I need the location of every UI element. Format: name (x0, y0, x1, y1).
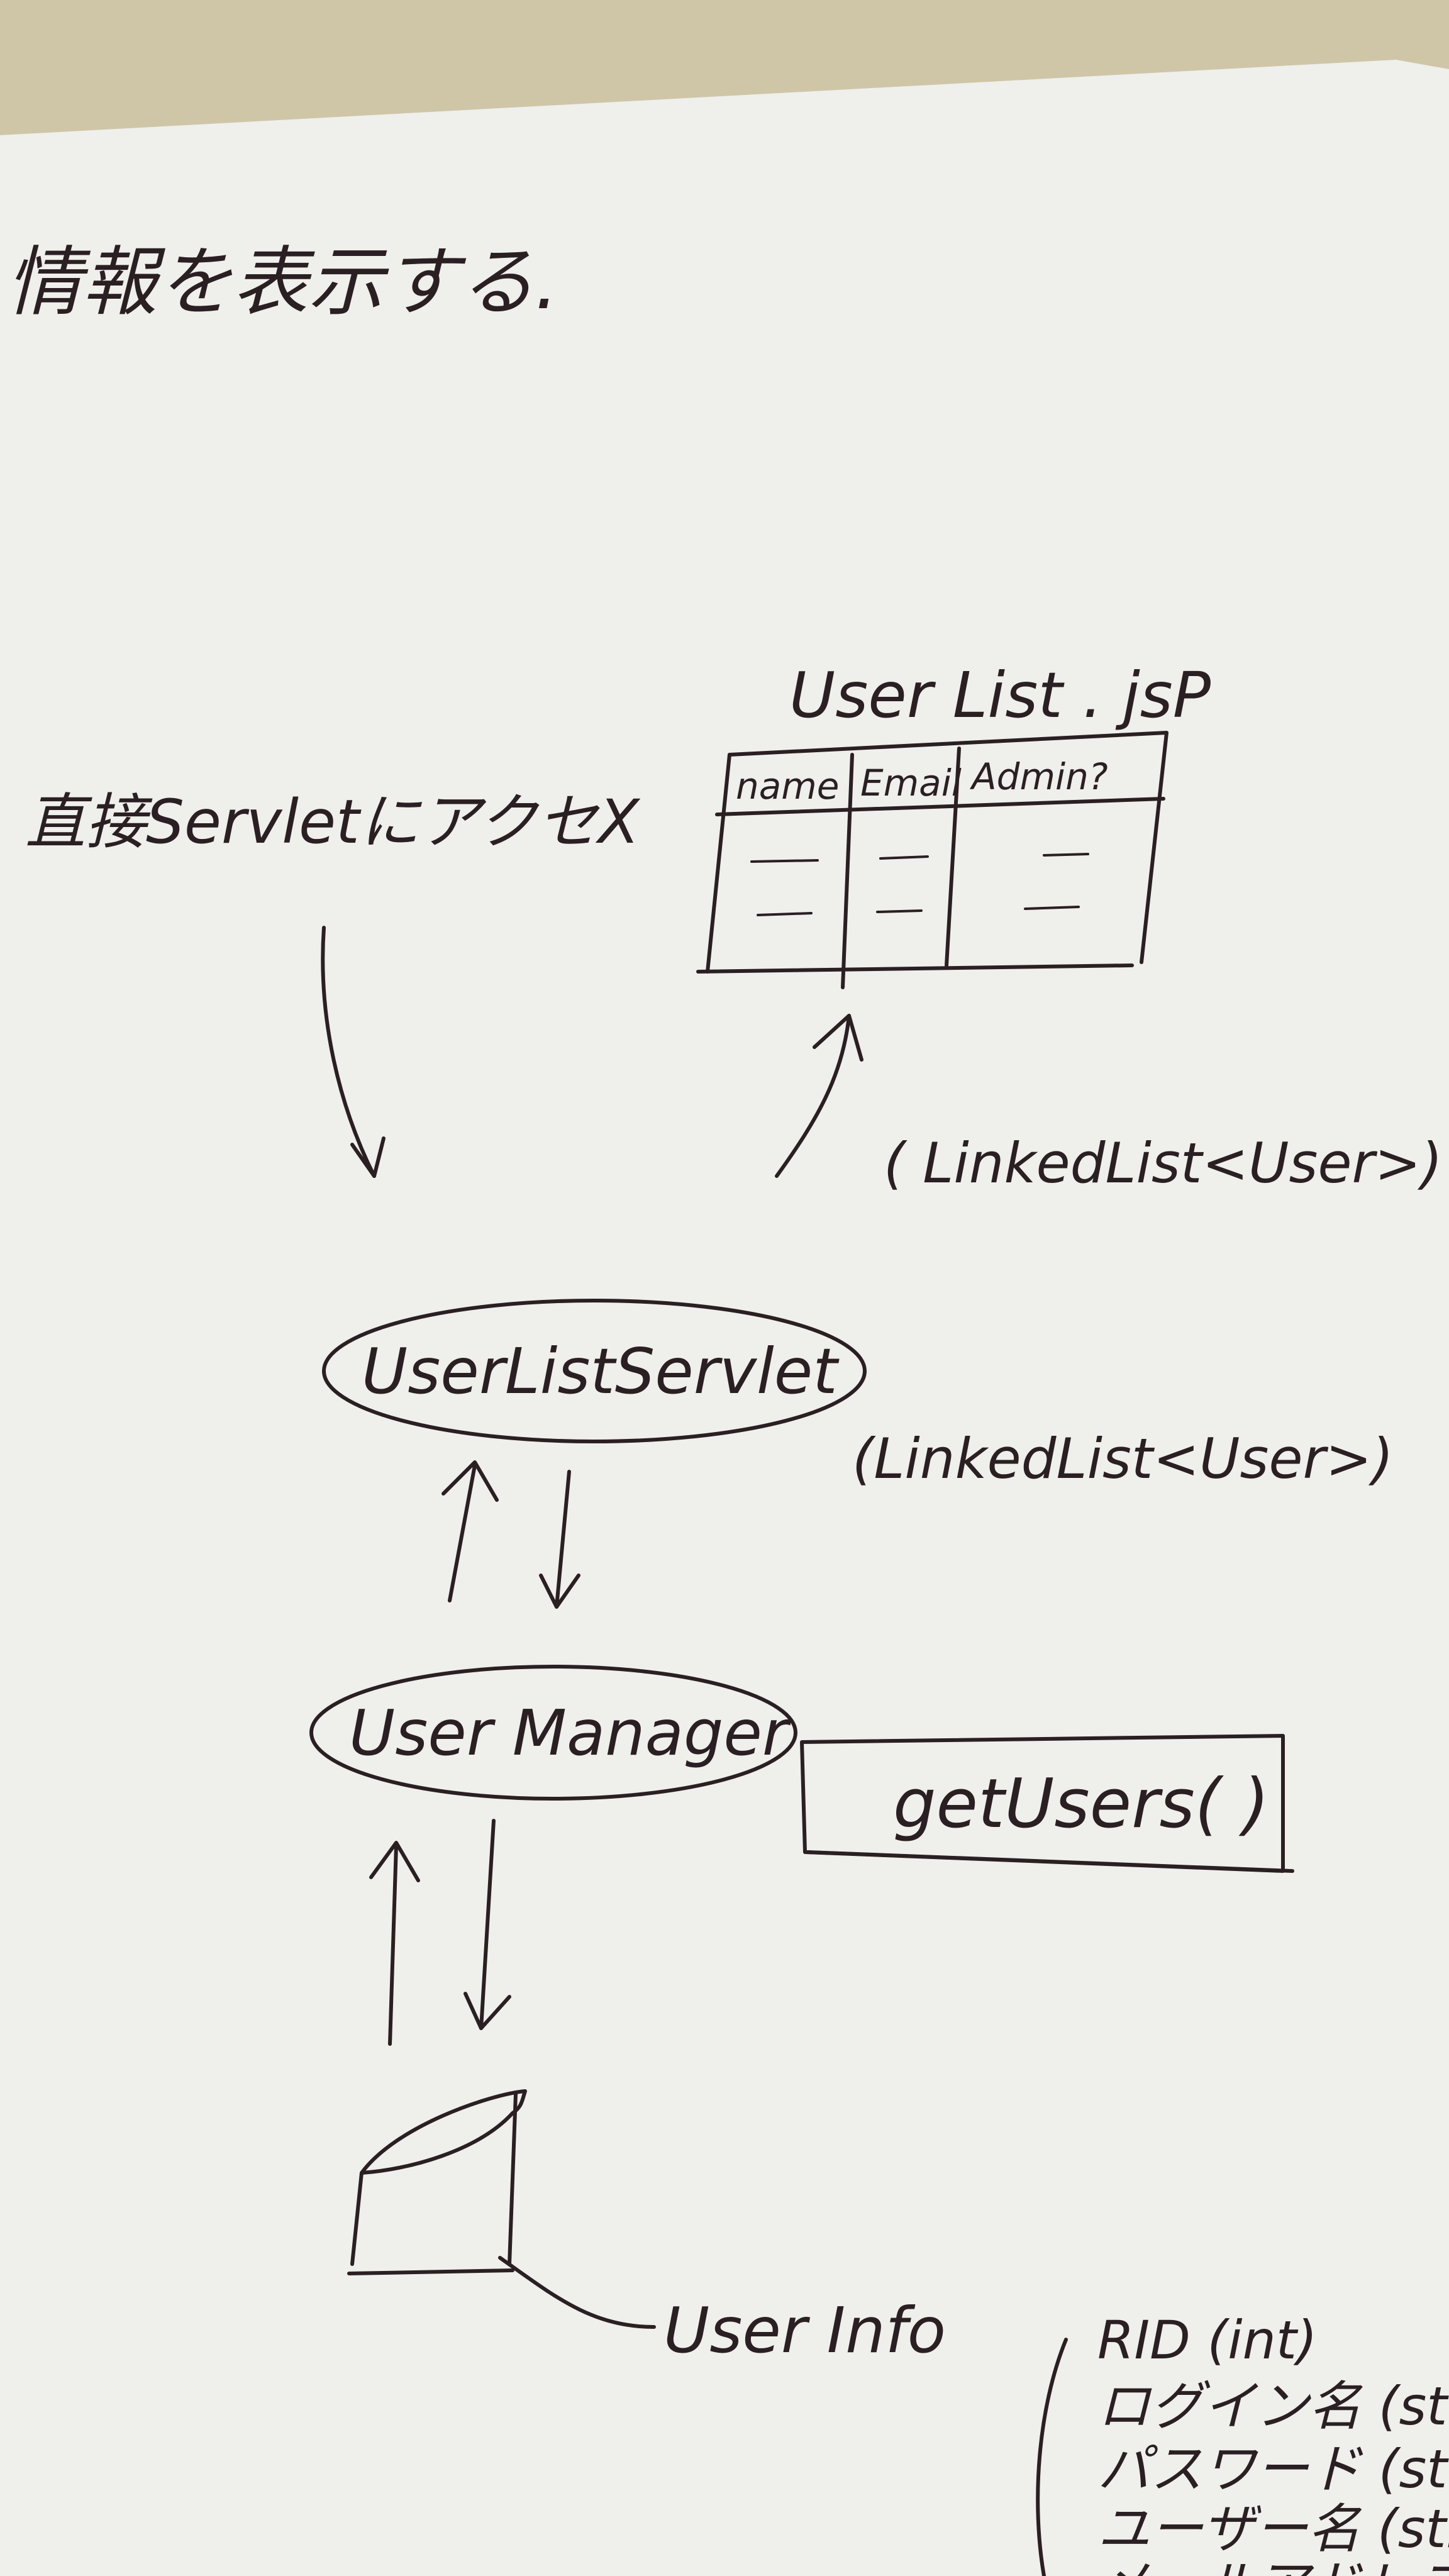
servlet-label: UserListServlet (362, 1335, 840, 1408)
jsp-col-name: name (736, 765, 839, 808)
return-type-lower: (LinkedList<User>) (852, 1426, 1394, 1491)
field-item: ログイン名 (str) (1097, 2375, 1449, 2437)
arrow-db-to-manager (388, 1844, 398, 2046)
db-label-connector (498, 2256, 656, 2329)
jsp-cell-dash (750, 859, 819, 863)
jsp-table-left (706, 753, 731, 974)
jsp-table-bottom (696, 963, 1134, 974)
direct-access-note: 直接ServletにアクセX (25, 787, 641, 857)
jsp-cell-dash (1024, 906, 1080, 910)
arrow-servlet-to-manager-head (539, 1574, 580, 1609)
field-list-bracket (1036, 2338, 1068, 2576)
arrow-to-jsp-head (813, 1014, 863, 1062)
field-item: パスワード (str) (1097, 2438, 1449, 2500)
arrow-db-to-manager-head (369, 1841, 420, 1882)
method-box-underline (806, 1850, 1294, 1873)
field-item: メールアドレス (1097, 2555, 1449, 2576)
arrow-servlet-to-manager (555, 1470, 571, 1609)
arrow-manager-to-db (479, 1819, 496, 2030)
manager-node (309, 1665, 797, 1801)
database-bottom (347, 2268, 514, 2275)
jsp-cell-dash (879, 855, 929, 860)
servlet-node (322, 1299, 867, 1443)
jsp-title: User List . jsP (789, 658, 1211, 732)
database-top (360, 2089, 527, 2175)
manager-label: User Manager (349, 1696, 792, 1770)
jsp-col-email: Email (860, 762, 962, 804)
jsp-table-divider-2 (945, 747, 961, 967)
field-item: RID (int) (1097, 2309, 1318, 2371)
database-left (350, 2171, 364, 2266)
jsp-cell-dash (876, 909, 923, 913)
jsp-table-divider-1 (841, 753, 854, 989)
manager-method: getUsers( ) (893, 1765, 1269, 1843)
field-list: RID (int) ログイン名 (str) パスワード (str) ユーザー名 … (1097, 2309, 1449, 2576)
return-type-upper: ( LinkedList<User>) (884, 1131, 1443, 1196)
jsp-col-admin: Admin? (969, 755, 1108, 798)
arrow-to-servlet (321, 926, 376, 1178)
arrow-to-servlet-head (350, 1136, 386, 1178)
arrow-manager-to-servlet (448, 1463, 477, 1602)
arrow-manager-to-db-head (464, 1992, 511, 2030)
database-right (508, 2092, 518, 2266)
paper-sheet (0, 60, 1449, 2576)
arrow-to-jsp (775, 1014, 851, 1178)
database-icon (347, 2089, 527, 2275)
db-table-name: User Info (663, 2294, 946, 2367)
jsp-table: name Email Admin? (696, 731, 1169, 989)
field-item: ユーザー名 (str) (1097, 2498, 1449, 2560)
jsp-table-frame (728, 731, 1169, 964)
jsp-cell-dash (1043, 853, 1089, 857)
jsp-cell-dash (757, 912, 813, 916)
page-title: 情報を表示する. (6, 239, 558, 326)
arrow-manager-to-servlet-head (441, 1460, 499, 1502)
jsp-table-header-line (715, 797, 1165, 816)
